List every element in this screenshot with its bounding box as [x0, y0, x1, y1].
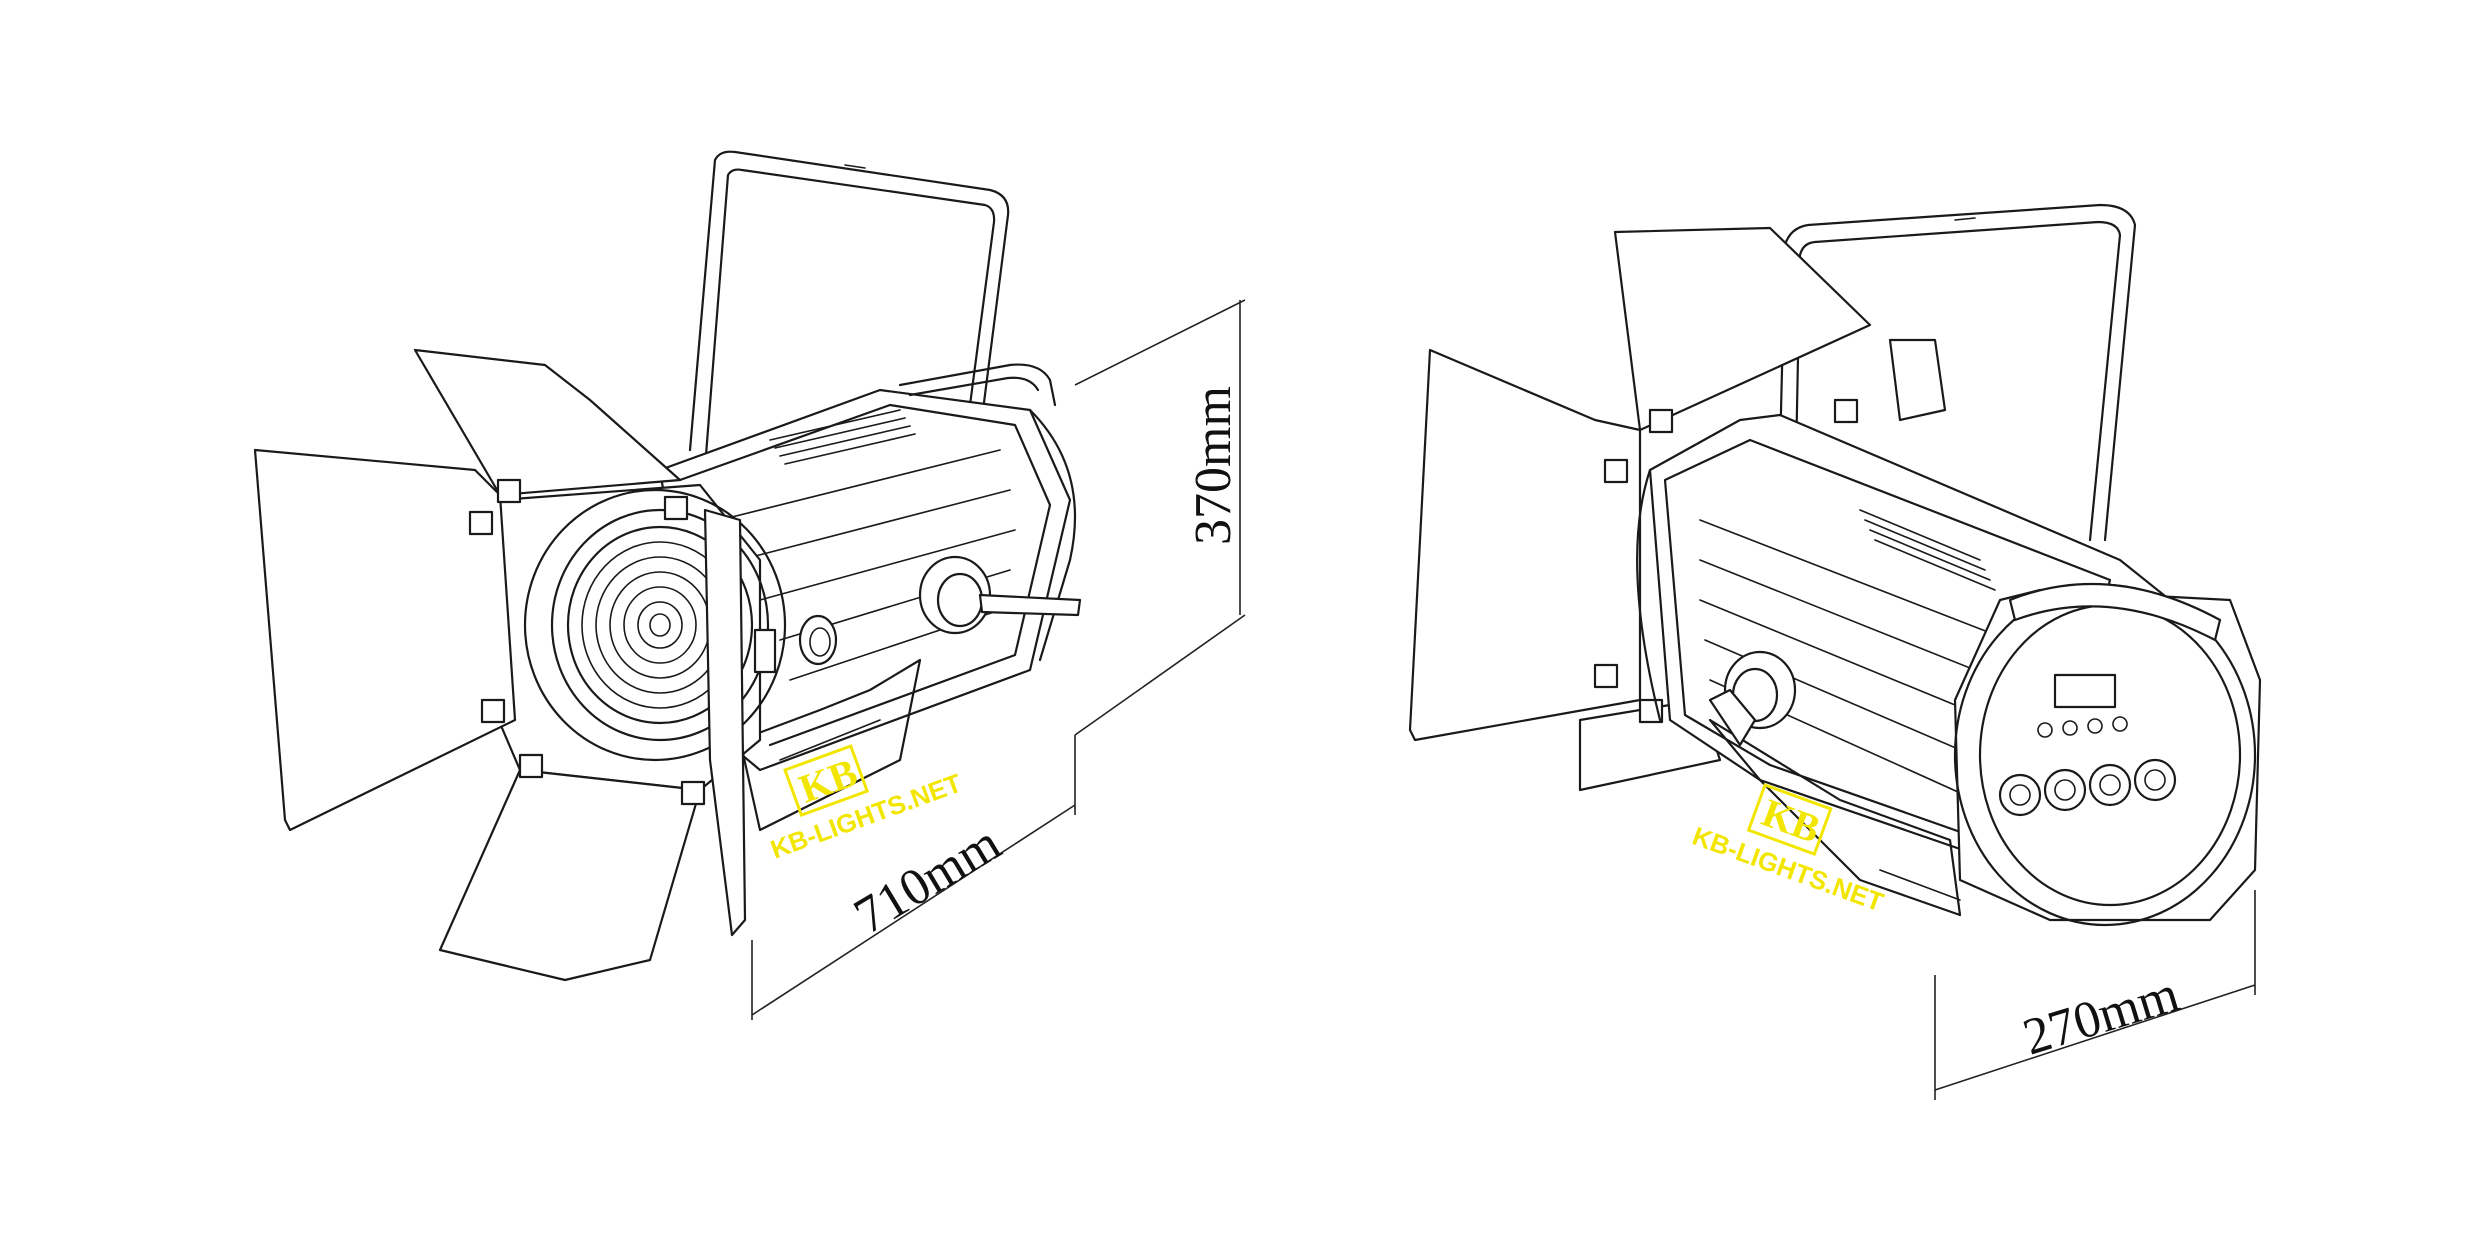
left-yoke — [688, 150, 1010, 592]
height-label: 370mm — [1185, 386, 1242, 545]
right-knob — [1708, 650, 1797, 747]
left-barndoors — [253, 348, 777, 982]
right-yoke — [1773, 203, 2137, 667]
width-dimension: 270mm — [1934, 890, 2256, 1100]
right-fixture: KB KB-LIGHTS.NET 270mm — [1408, 203, 2262, 1100]
left-watermark-logo: KB — [793, 749, 863, 811]
right-barndoors — [1408, 226, 1947, 792]
length-label: 710mm — [845, 815, 1011, 946]
width-label: 270mm — [2017, 966, 2186, 1067]
height-dimension: 370mm — [1074, 299, 1246, 736]
left-knobs — [798, 555, 1082, 666]
left-fixture: KB KB-LIGHTS.NET 370mm 710mm — [253, 150, 1246, 1020]
right-rear-panel — [1953, 582, 2262, 927]
